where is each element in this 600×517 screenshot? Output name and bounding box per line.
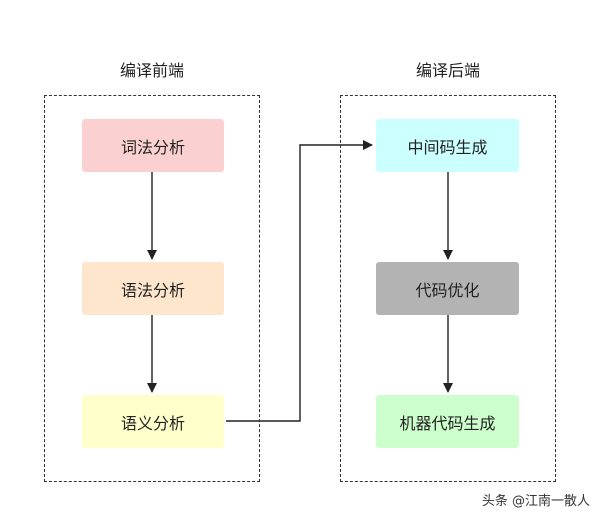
node-lexical-analysis: 词法分析 xyxy=(82,119,224,172)
edge-semantic-to-ir-gen xyxy=(226,140,373,422)
node-syntax-label: 语法分析 xyxy=(120,280,185,300)
node-semantic-label: 语义分析 xyxy=(120,413,185,433)
frontend-group-box xyxy=(44,95,260,482)
backend-group-box xyxy=(340,95,556,482)
node-ir-gen-label: 中间码生成 xyxy=(407,137,488,157)
node-semantic-analysis: 语义分析 xyxy=(82,395,224,448)
frontend-title: 编译前端 xyxy=(119,61,184,80)
node-machine-code-generation: 机器代码生成 xyxy=(376,395,519,448)
node-optimize-label: 代码优化 xyxy=(415,280,480,300)
node-code-optimization: 代码优化 xyxy=(376,262,519,315)
node-ir-generation: 中间码生成 xyxy=(376,119,519,172)
node-lexical-label: 词法分析 xyxy=(120,137,185,157)
backend-title: 编译后端 xyxy=(415,61,480,80)
watermark: 头条 @江南一散人 xyxy=(481,494,590,509)
node-syntax-analysis: 语法分析 xyxy=(82,262,224,315)
node-codegen-label: 机器代码生成 xyxy=(399,413,496,433)
